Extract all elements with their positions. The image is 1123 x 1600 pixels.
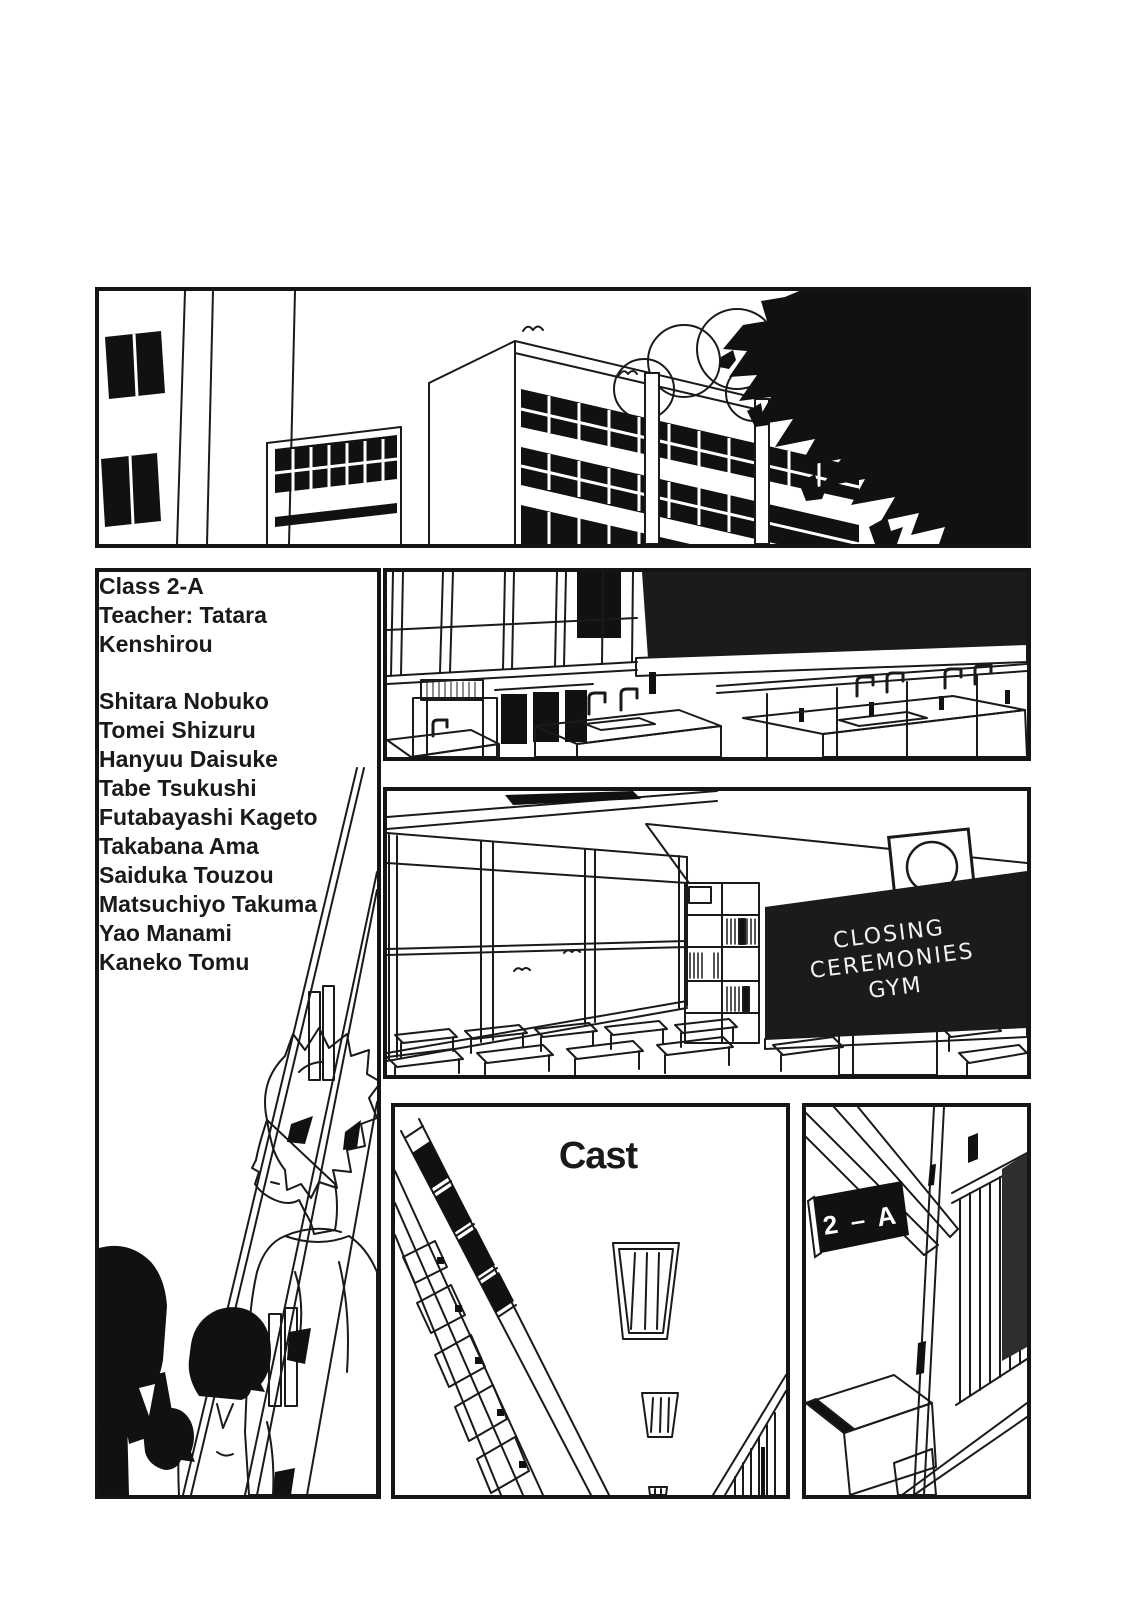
main-building bbox=[428, 340, 930, 544]
shoe-locker bbox=[806, 1374, 937, 1495]
sink-basket-unit bbox=[412, 679, 498, 757]
board-chalk-ledge bbox=[764, 1026, 1027, 1050]
fluorescent-light-small bbox=[641, 1392, 679, 1438]
background-students bbox=[99, 1245, 275, 1495]
teacher-label: Teacher: Tatara Kenshirou bbox=[99, 602, 267, 657]
panel-class-roster: Class 2-A Teacher: Tatara Kenshirou Shit… bbox=[95, 568, 381, 1499]
cast-heading: Cast bbox=[558, 1135, 638, 1177]
student-name: Kaneko Tomu bbox=[99, 949, 250, 975]
wall-slit bbox=[649, 672, 656, 694]
lab-bench-centre bbox=[534, 687, 722, 757]
hallway-art bbox=[395, 1118, 786, 1495]
science-lab-art bbox=[387, 572, 1027, 757]
dark-wall-strip bbox=[577, 572, 621, 638]
student-name: Tomei Shizuru bbox=[99, 717, 256, 743]
small-student-hair-silhouette bbox=[143, 1407, 195, 1470]
bird-icon bbox=[522, 325, 638, 376]
door-handle bbox=[916, 1341, 926, 1375]
student-name: Saiduka Touzou bbox=[99, 862, 274, 888]
lab-bench-foreground bbox=[387, 718, 500, 757]
student-desks bbox=[387, 1018, 1027, 1075]
classroom-windows bbox=[387, 832, 688, 1062]
left-cabinets bbox=[494, 683, 594, 744]
lab-windows bbox=[387, 572, 638, 685]
ceiling-beam bbox=[505, 791, 641, 805]
student-name: Yao Manami bbox=[99, 920, 232, 946]
student-name: Matsuchiyo Takuma bbox=[99, 891, 318, 917]
bookshelf bbox=[684, 882, 760, 1044]
boy-hair-silhouette bbox=[188, 1307, 271, 1400]
far-corridor-end bbox=[712, 1374, 786, 1495]
panel-school-exterior bbox=[95, 287, 1031, 548]
classroom-blackboard bbox=[765, 871, 1027, 1039]
student-name: Tabe Tsukushi bbox=[99, 775, 257, 801]
door-dark-edge bbox=[1002, 1153, 1027, 1361]
floor-lines bbox=[901, 1402, 1027, 1495]
tree-silhouette bbox=[719, 291, 1027, 544]
fluorescent-light-large bbox=[612, 1242, 680, 1340]
room-sign: 2 – A bbox=[806, 1181, 909, 1259]
transom-shadow bbox=[968, 1133, 978, 1163]
cupboard-handles bbox=[437, 1257, 526, 1468]
student-name: Takabana Ama bbox=[99, 833, 259, 859]
main-character bbox=[244, 1027, 377, 1495]
door-edge bbox=[913, 1107, 945, 1495]
door-art: 2 – A bbox=[806, 1107, 1027, 1495]
fluorescent-light-far bbox=[648, 1486, 668, 1495]
student-name: Hanyuu Daisuke bbox=[99, 746, 278, 772]
student-name: Shitara Nobuko bbox=[99, 688, 269, 714]
sleeve-stripe bbox=[103, 1416, 145, 1442]
lab-bench-right bbox=[742, 663, 1027, 757]
class-roster: Class 2-A Teacher: Tatara Kenshirou Shit… bbox=[99, 572, 377, 977]
mid-building bbox=[266, 426, 402, 544]
cabinet-handles bbox=[799, 690, 1010, 722]
panel-hallway-cast: Cast bbox=[391, 1103, 790, 1499]
left-building bbox=[101, 291, 296, 544]
panel-science-lab bbox=[383, 568, 1031, 761]
lab-blackboard bbox=[642, 572, 1027, 658]
teacher-podium bbox=[838, 1014, 938, 1075]
hall-window-panes bbox=[412, 1141, 514, 1313]
hallway-figures-art bbox=[99, 767, 377, 1495]
class-label: Class 2-A bbox=[99, 573, 204, 599]
student-name: Futabayashi Kageto bbox=[99, 804, 318, 830]
panel-classroom-door: 2 – A bbox=[802, 1103, 1031, 1499]
window-frame-ends bbox=[268, 985, 335, 1407]
classroom-art: CLOSING CEREMONIES GYM bbox=[387, 791, 1027, 1075]
door-latch bbox=[928, 1164, 936, 1186]
hall-cupboards bbox=[402, 1240, 530, 1494]
school-exterior-art bbox=[101, 291, 1027, 544]
panel-classroom-blackboard: CLOSING CEREMONIES GYM bbox=[383, 787, 1031, 1079]
roster-gap bbox=[99, 659, 377, 687]
